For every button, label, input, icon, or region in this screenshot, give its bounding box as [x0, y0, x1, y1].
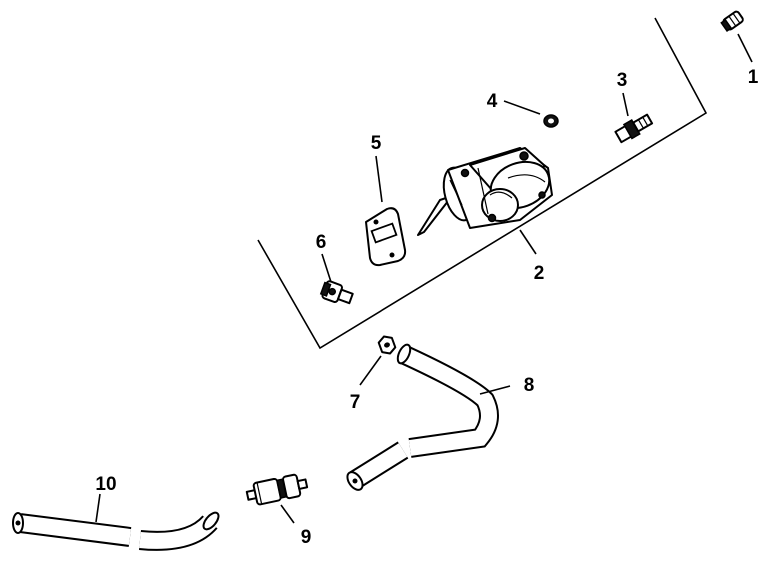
leader-line-6 [321, 253, 332, 283]
leader-line-10 [95, 493, 101, 523]
leader-line-2 [519, 229, 537, 255]
part-6-elbow-fitting [319, 280, 354, 305]
callout-7: 7 [350, 392, 361, 413]
leader-line-9 [280, 504, 295, 524]
part-8-hose [346, 343, 499, 491]
callout-1: 1 [748, 67, 759, 88]
leader-line-4 [503, 100, 541, 115]
callout-6: 6 [316, 232, 327, 253]
callout-9: 9 [301, 527, 312, 548]
part-7-nut [377, 335, 397, 355]
callout-2: 2 [534, 263, 545, 284]
callout-3: 3 [617, 70, 628, 91]
part-5-gasket [365, 207, 407, 267]
leader-line-8 [479, 385, 511, 395]
callout-4: 4 [487, 91, 498, 112]
callout-8: 8 [524, 375, 535, 396]
part-4-nut [543, 114, 559, 128]
part-1-screw [720, 10, 744, 33]
callout-10: 10 [95, 474, 116, 495]
part-10-hose [12, 511, 220, 551]
leader-line-5 [375, 155, 383, 203]
leader-line-1 [737, 33, 753, 63]
leader-line-3 [622, 92, 629, 117]
part-2-fuel-pump [417, 147, 553, 236]
callout-5: 5 [371, 133, 382, 154]
part-9-fuel-filter [245, 473, 309, 506]
leader-line-7 [359, 355, 382, 386]
part-3-fitting [614, 113, 654, 144]
leader-lines [95, 33, 753, 524]
assembly-boundary-frame [257, 17, 708, 350]
